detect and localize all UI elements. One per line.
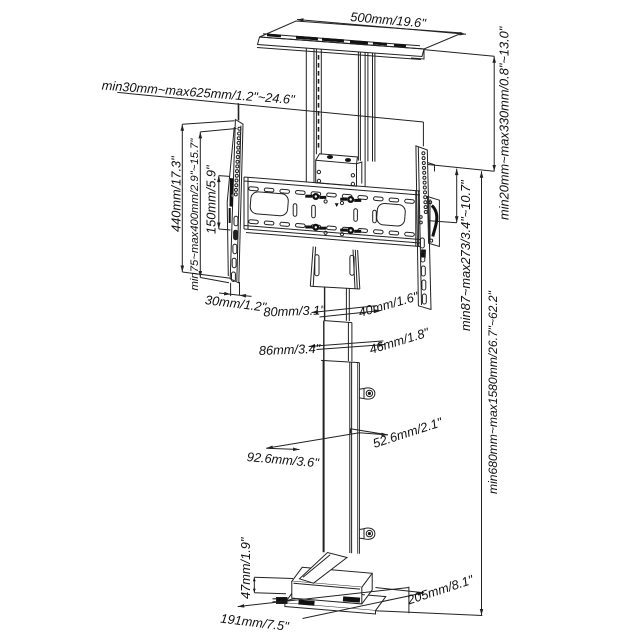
svg-text:150mm/5.9": 150mm/5.9" [204,164,219,234]
svg-text:min30mm~max625mm/1.2"~24.6": min30mm~max625mm/1.2"~24.6" [101,78,296,108]
svg-text:46mm/1.8": 46mm/1.8" [367,324,432,357]
svg-text:47mm/1.9": 47mm/1.9" [238,536,253,599]
svg-text:min87~max273/3.4"~10.7": min87~max273/3.4"~10.7" [458,179,473,331]
svg-text:40mm/1.6": 40mm/1.6" [357,288,422,320]
svg-text:86mm/3.4": 86mm/3.4" [259,341,322,358]
svg-text:30mm/1.2": 30mm/1.2" [204,292,268,315]
svg-text:min680mm~max1580mm/26.7"~62.2": min680mm~max1580mm/26.7"~62.2" [486,290,500,494]
svg-text:80mm/3.1": 80mm/3.1" [263,302,326,319]
svg-text:500mm/19.6": 500mm/19.6" [350,9,428,31]
svg-text:52.6mm/2.1": 52.6mm/2.1" [371,414,446,451]
svg-text:191mm/7.5": 191mm/7.5" [220,611,291,634]
svg-text:min20mm~max330mm/0.8"~13.0": min20mm~max330mm/0.8"~13.0" [497,25,512,220]
svg-text:205mm/8.1": 205mm/8.1" [404,571,476,607]
svg-text:92.6mm/3.6": 92.6mm/3.6" [246,449,321,470]
svg-text:min75~max400mm/2.9"~15.7": min75~max400mm/2.9"~15.7" [189,138,201,291]
svg-text:440mm/17.3": 440mm/17.3" [169,155,184,232]
